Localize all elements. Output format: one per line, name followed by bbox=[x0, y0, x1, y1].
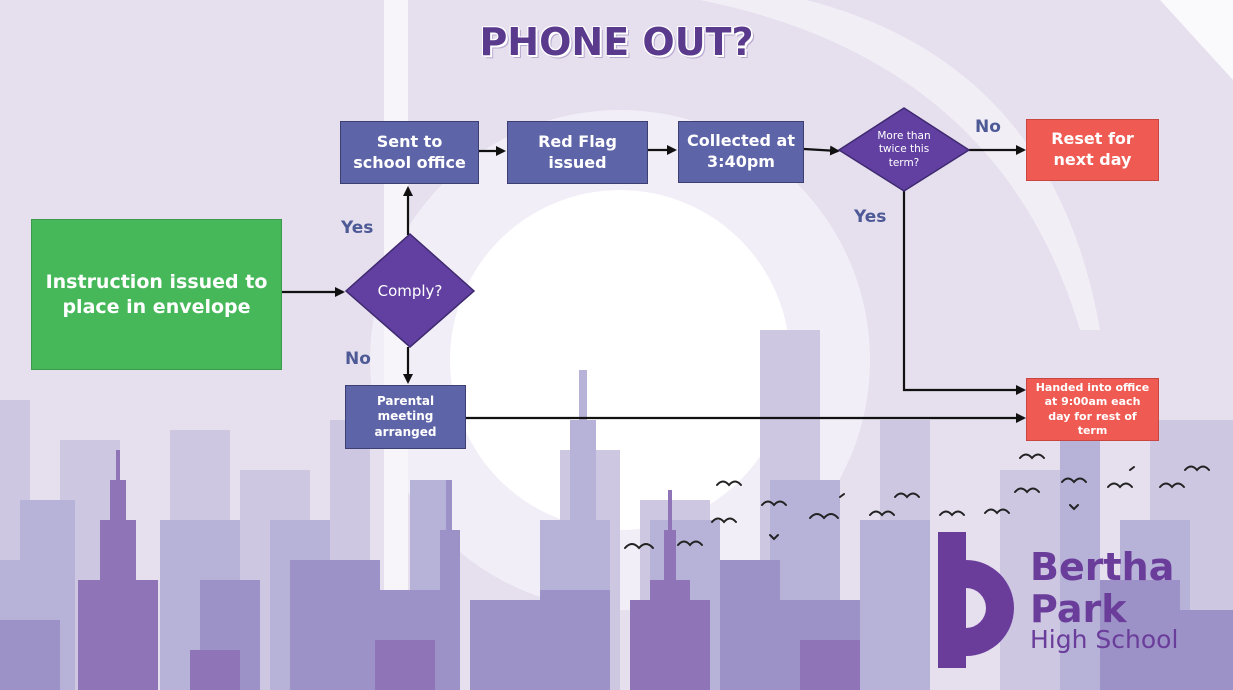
comply-yes-label: Yes bbox=[341, 218, 374, 238]
comply-no-label: No bbox=[345, 349, 371, 369]
logo-line-bertha: Bertha bbox=[1030, 545, 1175, 589]
more-than-twice-label: More than twice this term? bbox=[877, 129, 931, 169]
school-logo-icon bbox=[938, 532, 1014, 668]
sent-to-office-label: Sent to school office bbox=[353, 131, 466, 172]
comply-diamond bbox=[344, 232, 476, 348]
handed-in-label: Handed into office at 9:00am each day fo… bbox=[1035, 380, 1150, 437]
reset-box: Reset for next day bbox=[1026, 119, 1159, 181]
instruction-box: Instruction issued to place in envelope bbox=[31, 219, 282, 370]
collected-label: Collected at 3:40pm bbox=[686, 131, 795, 171]
decision-shapes bbox=[344, 107, 971, 348]
red-flag-label: Red Flag issued bbox=[538, 131, 617, 172]
parental-meeting-label: Parental meeting arranged bbox=[374, 393, 437, 439]
watermark-logo bbox=[370, 0, 1233, 690]
comply-label: Comply? bbox=[377, 282, 443, 300]
red-flag-box: Red Flag issued bbox=[507, 121, 648, 184]
sent-to-office-box: Sent to school office bbox=[340, 121, 479, 184]
page-title: PHONE OUT? bbox=[479, 20, 754, 64]
parental-meeting-box: Parental meeting arranged bbox=[345, 385, 466, 449]
handed-in-box: Handed into office at 9:00am each day fo… bbox=[1026, 378, 1159, 441]
twice-no-label: No bbox=[975, 117, 1001, 137]
collected-box: Collected at 3:40pm bbox=[678, 121, 804, 183]
instruction-label: Instruction issued to place in envelope bbox=[45, 270, 268, 318]
connectors bbox=[282, 145, 1026, 423]
reset-label: Reset for next day bbox=[1051, 129, 1134, 169]
more-than-twice-diamond bbox=[837, 107, 971, 192]
logo-line-high-school: High School bbox=[1030, 625, 1179, 654]
logo-line-park: Park bbox=[1030, 587, 1127, 631]
skyline-accent bbox=[78, 450, 860, 690]
birds bbox=[624, 453, 1210, 550]
twice-yes-label: Yes bbox=[854, 207, 887, 227]
